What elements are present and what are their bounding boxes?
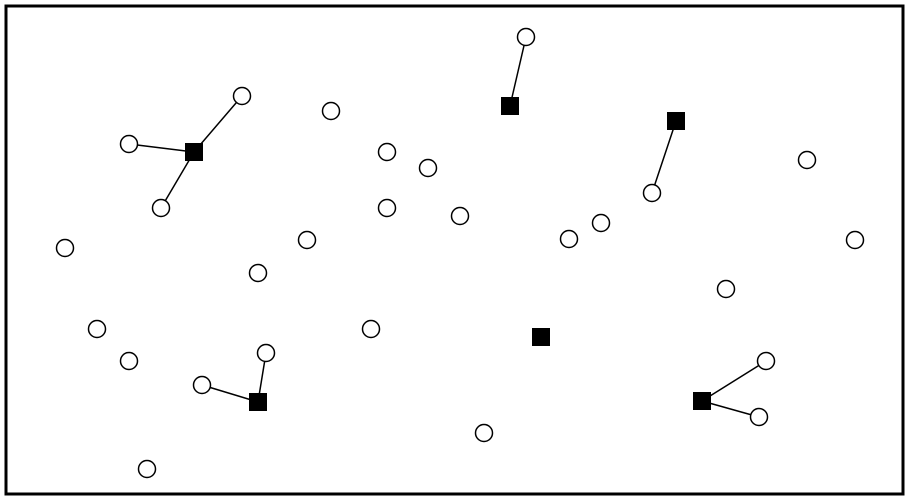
node-circle — [361, 319, 381, 339]
node-circle — [119, 351, 139, 371]
node-circle — [716, 279, 736, 299]
nodes-layer — [55, 27, 865, 479]
hub-link-line — [193, 95, 243, 153]
node-circle — [797, 150, 817, 170]
hub-square — [501, 97, 519, 115]
node-circle — [591, 213, 611, 233]
node-circle — [248, 263, 268, 283]
hub-link-line — [201, 384, 259, 403]
node-circle — [418, 158, 438, 178]
hub-link-line — [509, 36, 527, 107]
node-circle — [756, 351, 776, 371]
node-circle — [377, 142, 397, 162]
hub-square — [693, 392, 711, 410]
node-circle — [642, 183, 662, 203]
node-circle — [474, 423, 494, 443]
hub-link-line — [128, 143, 195, 153]
hub-square — [185, 143, 203, 161]
hub-link-line — [651, 120, 677, 194]
node-circle — [845, 230, 865, 250]
hub-link-line — [701, 400, 760, 418]
node-circle — [749, 407, 769, 427]
node-circle — [151, 198, 171, 218]
node-circle — [119, 134, 139, 154]
diagram-border — [4, 4, 905, 496]
hub-square — [667, 112, 685, 130]
node-circle — [192, 375, 212, 395]
node-circle — [232, 86, 252, 106]
hub-square — [249, 393, 267, 411]
node-circle — [321, 101, 341, 121]
node-circle — [559, 229, 579, 249]
node-circle — [87, 319, 107, 339]
node-circle — [450, 206, 470, 226]
hubs-layer — [185, 97, 711, 411]
hub-link-line — [160, 151, 195, 209]
node-circle — [516, 27, 536, 47]
node-circle — [55, 238, 75, 258]
hub-link-line — [701, 360, 767, 402]
node-circle — [256, 343, 276, 363]
node-circle — [377, 198, 397, 218]
hub-square — [532, 328, 550, 346]
node-circle — [297, 230, 317, 250]
node-circle — [137, 459, 157, 479]
